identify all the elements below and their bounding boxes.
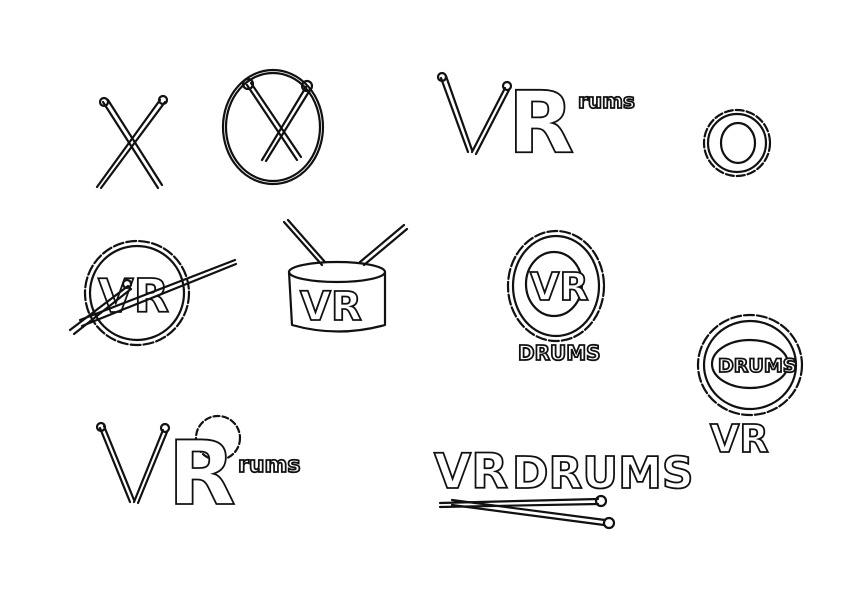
drums-badge-vr-sketch: DRUMS VR bbox=[696, 313, 804, 462]
large-vr-rums-logo-sketch: R rums bbox=[95, 414, 301, 526]
svg-text:DRUMS: DRUMS bbox=[718, 355, 796, 377]
svg-text:R: R bbox=[508, 73, 574, 173]
vr-rums-logo-sketch: R rums bbox=[436, 71, 636, 174]
snare-drum-vr-sketch: VR bbox=[282, 218, 409, 333]
vr-drums-wordmark-sketch: VR DRUMS bbox=[433, 443, 695, 530]
svg-text:R: R bbox=[168, 422, 236, 525]
drum-head-sketch bbox=[702, 108, 772, 178]
svg-text:VR: VR bbox=[710, 417, 769, 461]
svg-text:VR: VR bbox=[434, 444, 508, 500]
circle-crossed-sticks-sketch bbox=[221, 68, 325, 186]
vr-drum-stick-sketch: VR bbox=[68, 239, 238, 347]
svg-text:DRUMS: DRUMS bbox=[518, 341, 601, 365]
svg-text:rums: rums bbox=[238, 453, 301, 478]
svg-text:rums: rums bbox=[578, 89, 635, 113]
crossed-drumsticks-sketch bbox=[95, 94, 169, 190]
svg-text:VR: VR bbox=[530, 265, 589, 309]
svg-text:VR: VR bbox=[300, 284, 362, 330]
vr-badge-drums-sketch: VR DRUMS bbox=[506, 229, 606, 366]
svg-text:DRUMS: DRUMS bbox=[512, 448, 694, 499]
